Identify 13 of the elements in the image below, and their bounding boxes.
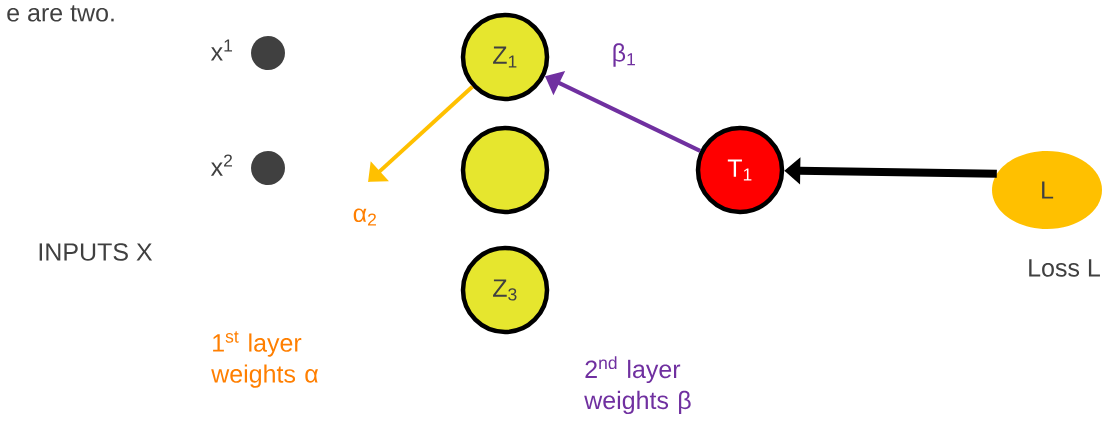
- text-label: e are two.: [7, 5, 114, 22]
- node-caption: x$^{2}$: [210, 154, 232, 176]
- edge-label: α$_{2}$: [351, 207, 379, 227]
- node-caption: Loss L: [1029, 259, 1100, 277]
- text-label: INPUTS X: [39, 243, 153, 261]
- neuron-circle: [460, 125, 550, 215]
- edge-label: β$_{1}$: [610, 42, 638, 68]
- arrow: [368, 85, 474, 182]
- node-caption: x$^{1}$: [210, 39, 232, 61]
- input-dot: [251, 36, 285, 70]
- text-label: 1$^{st}$ layer weights α: [211, 331, 318, 388]
- text-label: 2$^{nd}$ layer weights β: [584, 356, 691, 415]
- input-dot: [251, 151, 285, 185]
